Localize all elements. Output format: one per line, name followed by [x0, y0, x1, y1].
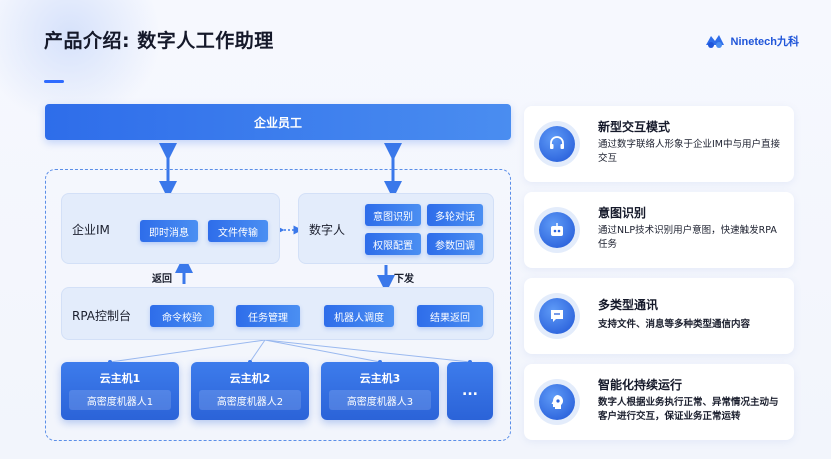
- feature-card-communication: 多类型通讯 支持文件、消息等多种类型通信内容: [524, 278, 794, 354]
- feature-desc: 支持文件、消息等多种类型通信内容: [598, 319, 751, 330]
- cloud-host-3: 云主机3 高密度机器人3: [321, 362, 439, 420]
- system-boundary: [45, 169, 511, 441]
- fan-line-4: [264, 339, 471, 363]
- chip-multi-turn-dialog: 多轮对话: [427, 204, 483, 226]
- headset-icon: [539, 126, 575, 162]
- feature-title: 意图识别: [598, 206, 647, 220]
- chip-permission-config: 权限配置: [365, 233, 421, 255]
- host-title: 云主机2: [229, 372, 271, 385]
- chip-result-return: 结果返回: [417, 305, 483, 327]
- digital-panel-label: 数字人: [309, 223, 346, 237]
- message-icon: [539, 298, 575, 334]
- robot-icon: [539, 212, 575, 248]
- dispatch-label: 下发: [394, 274, 414, 285]
- fan-line-1: [109, 339, 266, 363]
- chip-intent-recognition: 意图识别: [365, 204, 421, 226]
- rpa-panel-label: RPA控制台: [72, 309, 132, 323]
- rpa-console-panel: RPA控制台 命令校验 任务管理 机器人调度 结果返回: [61, 287, 494, 340]
- chip-robot-scheduling: 机器人调度: [324, 305, 394, 327]
- chip-task-management: 任务管理: [236, 305, 300, 327]
- feature-card-intent: 意图识别 通过NLP技术识别用户意图，快速触发RPA任务: [524, 192, 794, 268]
- page-title: 产品介绍: 数字人工作助理: [44, 30, 274, 52]
- host-title: 云主机3: [359, 372, 401, 385]
- fan-line-2: [249, 339, 266, 363]
- enterprise-im-panel: 企业IM 即时消息 文件传输: [61, 193, 280, 264]
- more-hosts: ...: [447, 362, 493, 420]
- feature-title: 多类型通讯: [598, 298, 659, 312]
- feature-title: 新型交互模式: [598, 120, 671, 134]
- chip-param-callback: 参数回调: [427, 233, 483, 255]
- return-label: 返回: [152, 274, 172, 285]
- cloud-host-2: 云主机2 高密度机器人2: [191, 362, 309, 420]
- host-title: 云主机1: [99, 372, 141, 385]
- feature-desc: 通过数字联络人形象于企业IM中与用户直接交互: [598, 139, 780, 164]
- im-panel-label: 企业IM: [72, 223, 110, 237]
- cloud-host-1: 云主机1 高密度机器人1: [61, 362, 179, 420]
- host-robot: 高密度机器人2: [199, 390, 301, 410]
- host-robot: 高密度机器人1: [69, 390, 171, 410]
- enterprise-employee-bar: 企业员工: [45, 104, 511, 140]
- brain-icon: [539, 384, 575, 420]
- feature-title: 智能化持续运行: [598, 378, 683, 392]
- feature-card-interaction: 新型交互模式 通过数字联络人形象于企业IM中与用户直接交互: [524, 106, 794, 182]
- logo-text: Ninetech九科: [730, 36, 799, 48]
- chip-instant-message: 即时消息: [140, 220, 198, 242]
- fan-line-3: [264, 339, 381, 363]
- brand-logo: Ninetech九科: [704, 33, 799, 49]
- chip-file-transfer: 文件传输: [208, 220, 268, 242]
- title-underline: [44, 80, 64, 83]
- logo-mark-icon: [705, 35, 724, 48]
- host-robot: 高密度机器人3: [329, 390, 431, 410]
- chip-command-check: 命令校验: [150, 305, 214, 327]
- feature-desc: 数字人根据业务执行正常、异常情况主动与客户进行交互，保证业务正常运转: [598, 397, 779, 422]
- feature-card-continuous: 智能化持续运行 数字人根据业务执行正常、异常情况主动与客户进行交互，保证业务正常…: [524, 364, 794, 440]
- feature-desc: 通过NLP技术识别用户意图，快速触发RPA任务: [598, 225, 777, 250]
- digital-human-panel: 数字人 意图识别 多轮对话 权限配置 参数回调: [298, 193, 494, 264]
